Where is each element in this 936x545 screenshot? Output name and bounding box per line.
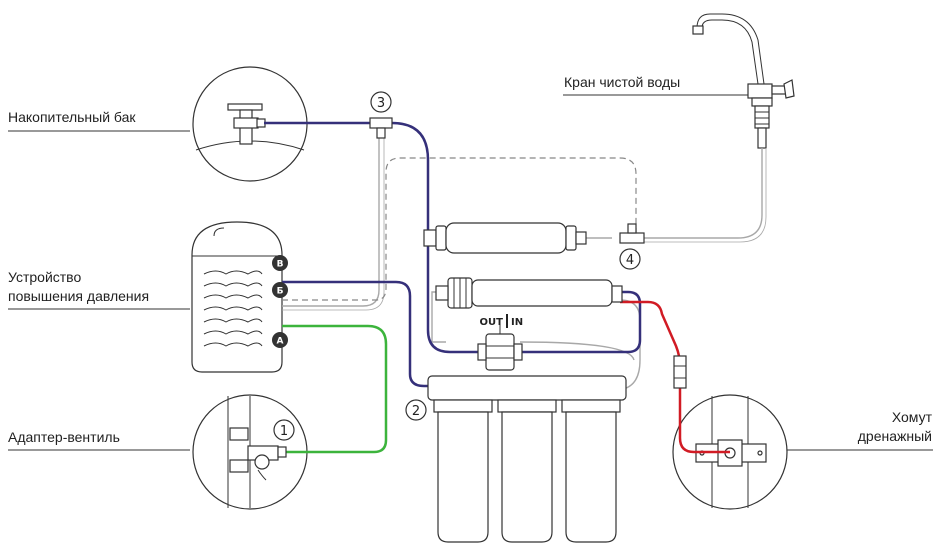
out-label: OUT	[480, 317, 504, 328]
label-tank: Накопительный бак	[8, 109, 136, 125]
tee-4	[619, 223, 645, 244]
marker-1: 1	[273, 419, 295, 441]
tee-3	[369, 117, 393, 139]
pre-filter-bank	[427, 375, 627, 543]
booster-pump	[191, 221, 283, 373]
adapter-fitting	[277, 446, 287, 458]
in-label: IN	[511, 317, 523, 328]
manifold	[477, 314, 523, 371]
port-badge-v: В	[272, 255, 288, 271]
marker-2: 2	[405, 399, 427, 421]
label-faucet: Кран чистой воды	[564, 74, 681, 90]
svg-text:1: 1	[280, 424, 288, 439]
drain-restrictor	[673, 355, 687, 389]
label-adapter: Адаптер-вентиль	[8, 429, 120, 445]
dashed-line	[282, 157, 637, 301]
blue-lines	[264, 121, 642, 388]
label-clamp-line1: Хомут	[891, 409, 932, 425]
svg-text:А: А	[277, 337, 284, 347]
svg-text:4: 4	[626, 253, 634, 268]
faucet	[692, 13, 795, 149]
port-badge-a: А	[272, 332, 288, 348]
svg-text:2: 2	[412, 404, 420, 419]
svg-text:3: 3	[377, 96, 385, 111]
label-clamp-line2: дренажный	[857, 428, 932, 444]
label-booster-line2: повышения давления	[8, 288, 150, 304]
membrane-housing	[435, 277, 623, 309]
svg-text:В: В	[277, 260, 284, 270]
marker-3: 3	[370, 91, 392, 113]
port-badge-b: Б	[272, 282, 288, 298]
tank-detail	[192, 66, 308, 182]
label-booster-line1: Устройство	[8, 269, 82, 285]
svg-text:Б: Б	[277, 287, 284, 297]
marker-4: 4	[619, 248, 641, 270]
green-line	[282, 324, 388, 454]
post-filter	[423, 222, 587, 254]
gray-lines	[282, 138, 767, 391]
